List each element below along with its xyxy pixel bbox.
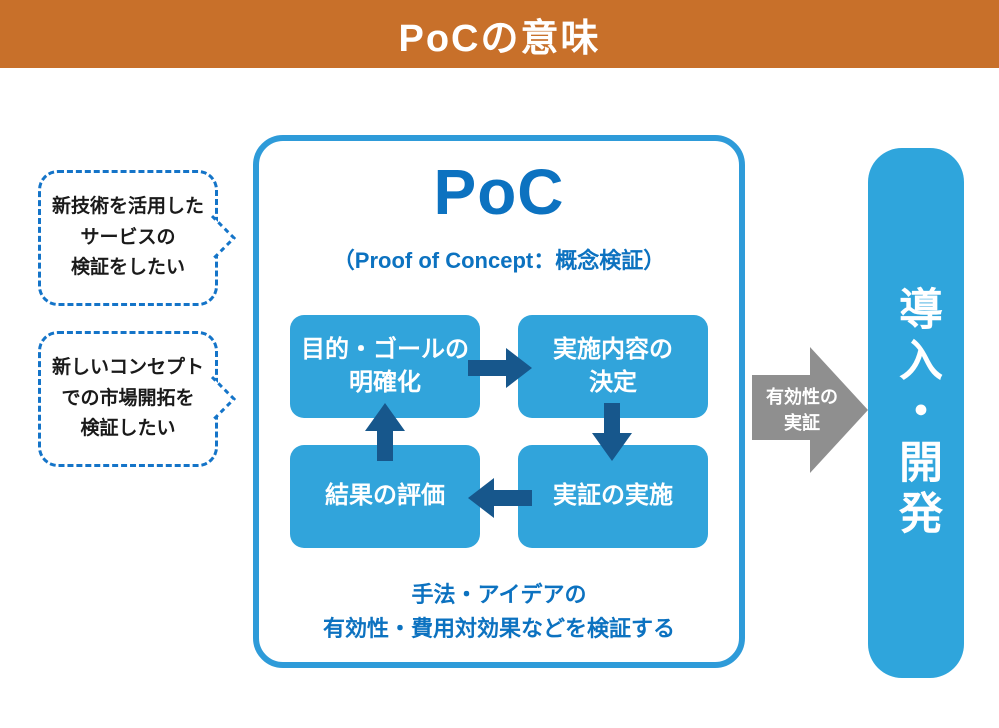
callout-tail-arrow-icon	[211, 375, 237, 423]
step-poc-execution: 実証の実施	[518, 445, 708, 548]
step-result-evaluation: 結果の評価	[290, 445, 480, 548]
cycle-arrow-up-icon	[365, 403, 405, 461]
callout-new-concept: 新しいコンセプト での市場開拓を 検証したい	[38, 331, 237, 467]
step-content-decision: 実施内容の 決定	[518, 315, 708, 418]
callout-text: 新技術を活用した サービスの 検証をしたい	[51, 196, 204, 279]
cycle-arrow-right-icon	[468, 348, 532, 388]
panel-caption: 手法・アイデアの 有効性・費用対効果などを検証する	[322, 582, 675, 642]
callout-new-technology: 新技術を活用した サービスの 検証をしたい	[38, 170, 237, 306]
transition-arrow: 有効性の 実証	[752, 347, 868, 473]
right-arrow-icon	[752, 347, 868, 473]
transition-label: 有効性の 実証	[766, 386, 838, 433]
outcome-label: 導入・開発	[892, 285, 941, 541]
page-header: PoCの意味	[0, 0, 999, 68]
step-goal-clarification: 目的・ゴールの 明確化	[290, 315, 480, 418]
poc-subtitle: （Proof of Concept：概念検証）	[332, 248, 666, 273]
outcome-bar: 導入・開発	[868, 148, 964, 678]
callout-text: 新しいコンセプト での市場開拓を 検証したい	[51, 357, 204, 440]
poc-title: PoC	[433, 156, 565, 228]
callout-tail-arrow-icon	[211, 214, 237, 262]
cycle-arrow-left-icon	[468, 478, 532, 518]
poc-panel: PoC （Proof of Concept：概念検証） 目的・ゴールの 明確化 …	[253, 135, 745, 668]
cycle-arrow-down-icon	[592, 403, 632, 461]
page-title: PoCの意味	[398, 17, 601, 60]
